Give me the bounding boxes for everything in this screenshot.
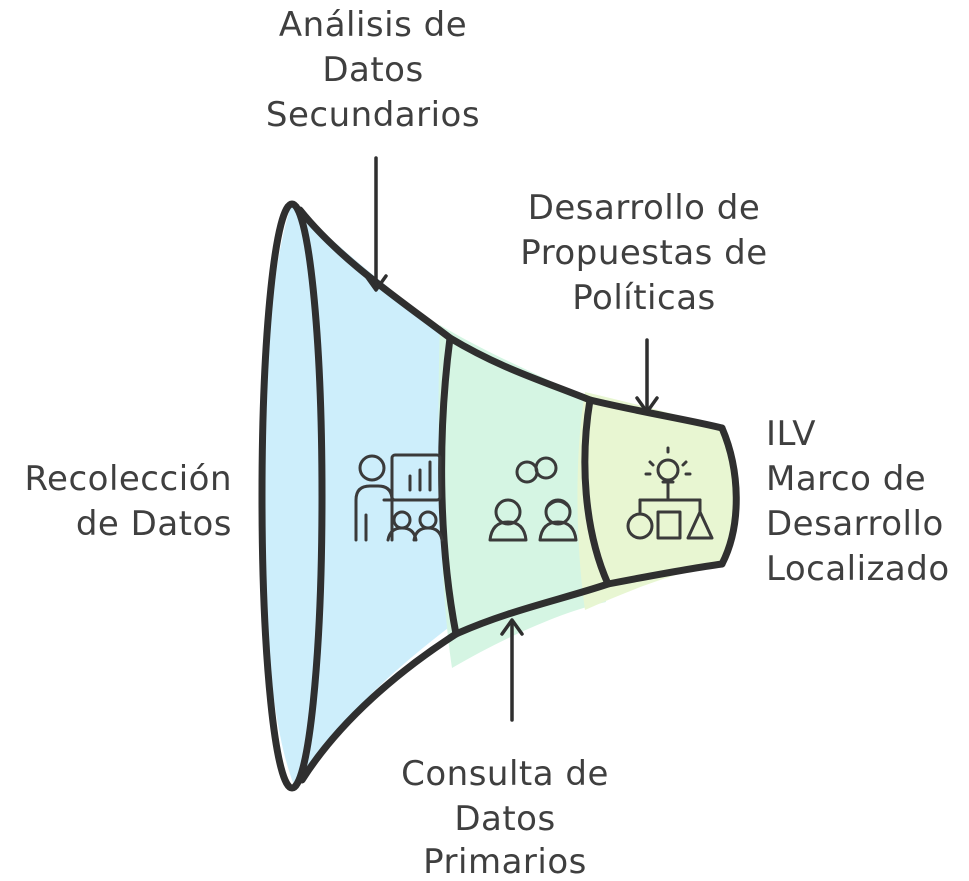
segment-divider-1 (438, 334, 460, 638)
label-ilv-line-2: Marco de (766, 459, 926, 499)
svg-text:Primarios: Primarios (423, 842, 587, 881)
label-desarrollo-line-3: Políticas (572, 278, 716, 318)
funnel-outline (258, 200, 740, 792)
label-analisis-line-2: Datos (322, 50, 423, 90)
label-ilv: ILV Marco de Desarrollo Localizado (766, 414, 950, 589)
label-analisis: Análisis de Datos Secundarios (266, 5, 480, 135)
svg-text:Políticas: Políticas (572, 278, 716, 318)
funnel-bottom-edge (298, 560, 726, 784)
label-analisis-line-1: Análisis de (279, 5, 467, 45)
label-consulta-line-3: Primarios (423, 842, 587, 881)
label-desarrollo-line-2: Propuestas de (520, 233, 767, 273)
svg-text:de Datos: de Datos (76, 504, 232, 544)
arrow-desarrollo (635, 338, 659, 414)
svg-text:Consulta de: Consulta de (401, 754, 609, 794)
svg-text:Propuestas de: Propuestas de (520, 233, 767, 273)
arrows (364, 156, 659, 722)
lightbulb-shapes-icon (626, 446, 714, 540)
svg-text:Datos: Datos (454, 799, 555, 839)
funnel-top-edge (296, 206, 726, 432)
svg-text:Desarrollo de: Desarrollo de (528, 188, 761, 228)
label-ilv-line-4: Localizado (766, 549, 950, 589)
label-ilv-line-3: Desarrollo (766, 504, 944, 544)
svg-text:Análisis de: Análisis de (279, 5, 467, 45)
presentation-chart-icon (354, 453, 444, 542)
arrow-consulta (500, 618, 524, 722)
fill-blue (262, 203, 456, 790)
svg-text:Desarrollo: Desarrollo (766, 504, 944, 544)
label-recoleccion: Recolección de Datos (24, 459, 232, 544)
label-consulta-line-2: Datos (454, 799, 555, 839)
fill-green (438, 325, 606, 668)
label-analisis-line-3: Secundarios (266, 95, 480, 135)
people-link-icon (488, 456, 578, 542)
arrow-analisis (364, 156, 388, 292)
label-desarrollo-line-1: Desarrollo de (528, 188, 761, 228)
funnel-fills (262, 203, 736, 790)
svg-text:Secundarios: Secundarios (266, 95, 480, 135)
svg-text:ILV: ILV (766, 414, 816, 454)
svg-text:Marco de: Marco de (766, 459, 926, 499)
segment-divider-2 (581, 396, 612, 588)
svg-text:Localizado: Localizado (766, 549, 950, 589)
funnel-mouth (258, 200, 326, 792)
label-recoleccion-line-2: de Datos (76, 504, 232, 544)
label-consulta-line-1: Consulta de (401, 754, 609, 794)
svg-text:Datos: Datos (322, 50, 423, 90)
label-consulta: Consulta de Datos Primarios (401, 754, 609, 881)
funnel-end-cap (718, 424, 740, 568)
label-recoleccion-line-1: Recolección (24, 459, 232, 499)
svg-text:Recolección: Recolección (24, 459, 232, 499)
label-ilv-line-1: ILV (766, 414, 816, 454)
label-desarrollo: Desarrollo de Propuestas de Políticas (520, 188, 767, 318)
